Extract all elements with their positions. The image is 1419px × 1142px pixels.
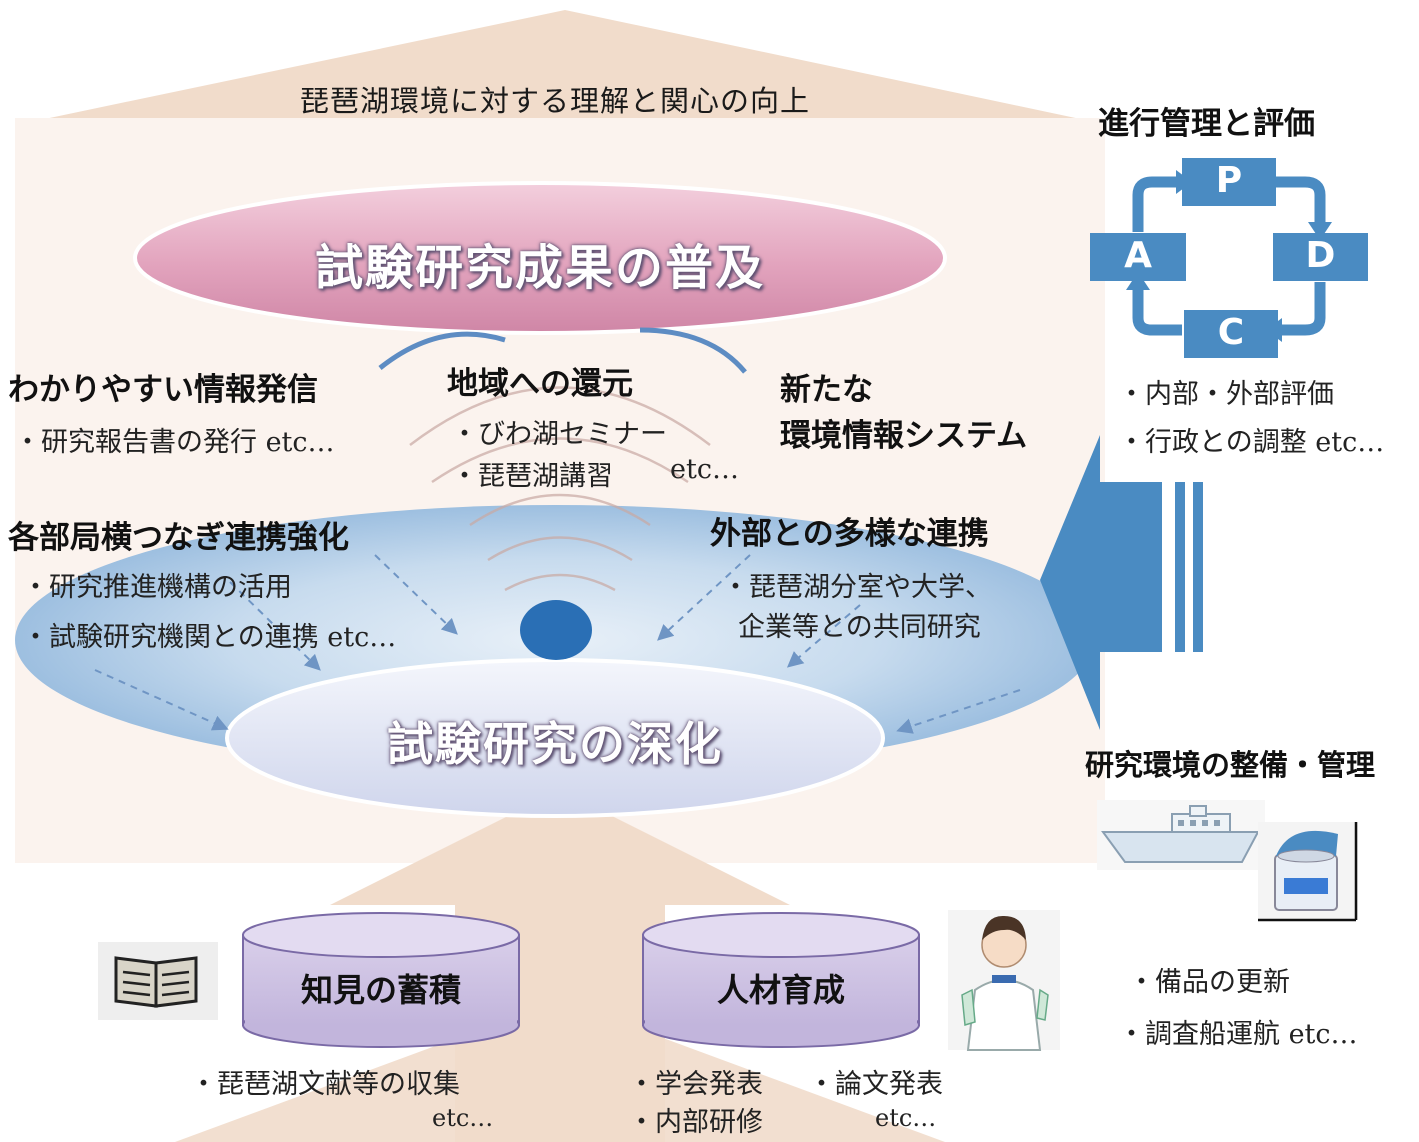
source-dot [520,600,592,660]
region-item-1: ・びわ湖セミナー [451,419,667,450]
arc-right [639,327,747,374]
scientist-icon [948,910,1060,1051]
knowledge-item-1: ・琵琶湖文献等の収集 [190,1069,460,1100]
roof-triangle [40,10,1085,120]
arc-left [378,331,506,370]
region-item-etc: etc… [670,454,739,485]
pdca-cycle [1132,176,1326,336]
cylinder-people [642,912,920,1048]
cross-item-2: ・試験研究機関との連携 etc… [22,622,397,653]
pdca-d-label: D [1305,235,1336,276]
pdca-a-box [1090,233,1186,281]
inner-oval [225,658,885,818]
external-title: 外部との多様な連携 [710,516,989,552]
pdca-p-label: P [1215,160,1243,201]
deepening-label: 試験研究の深化 [387,717,723,771]
environment-item-1: ・備品の更新 [1128,967,1290,998]
pink-oval [133,181,947,335]
system-title-line2: 環境情報システム [780,418,1028,454]
dashed-arrows [94,554,1021,734]
external-item-2: 企業等との共同研究 [738,612,981,643]
pdca-d-box [1273,233,1368,281]
pdca-p-box [1182,158,1276,206]
pdca-c-label: C [1217,312,1245,353]
dissemination-label: 試験研究成果の普及 [314,240,765,296]
ship-icon [1097,800,1265,870]
book-icon [98,942,218,1020]
knowledge-item-etc: etc… [432,1104,494,1132]
pdca-a-label: A [1124,235,1152,276]
system-title-line1: 新たな [780,372,873,408]
management-arrow-body [1100,482,1162,652]
knowledge-label: 知見の蓄積 [300,971,461,1009]
people-item-etc: etc… [875,1104,937,1132]
goal-title: 琵琶湖環境に対する理解と関心の向上 [299,84,810,118]
info-title: わかりやすい情報発信 [8,372,318,408]
bottom-fan [175,1000,945,1142]
people-item-1: ・学会発表 [628,1069,763,1100]
center-up-arrow [330,790,790,1142]
people-item-2: ・論文発表 [808,1069,943,1100]
environment-title: 研究環境の整備・管理 [1085,748,1376,782]
region-title: 地域への還元 [447,366,633,402]
info-item-1: ・研究報告書の発行 etc… [14,427,335,458]
management-title: 進行管理と評価 [1098,106,1315,142]
people-label: 人材育成 [716,971,845,1009]
people-item-3: ・内部研修 [628,1107,763,1138]
centrifuge-icon [1258,822,1358,922]
management-item-1: ・内部・外部評価 [1118,379,1334,410]
region-item-2: ・琵琶湖講習 [451,461,613,492]
signal-waves [409,386,711,592]
external-item-1: ・琵琶湖分室や大学、 [722,572,992,603]
cross-title: 各部局横つなぎ連携強化 [8,520,349,556]
management-arrow-head [1040,435,1100,730]
cross-item-1: ・研究推進機構の活用 [22,572,292,603]
environment-item-2: ・調査船運航 etc… [1118,1019,1358,1050]
cylinder-knowledge [242,912,520,1048]
pdca-c-box [1184,310,1278,358]
management-item-2: ・行政との調整 etc… [1118,427,1385,458]
